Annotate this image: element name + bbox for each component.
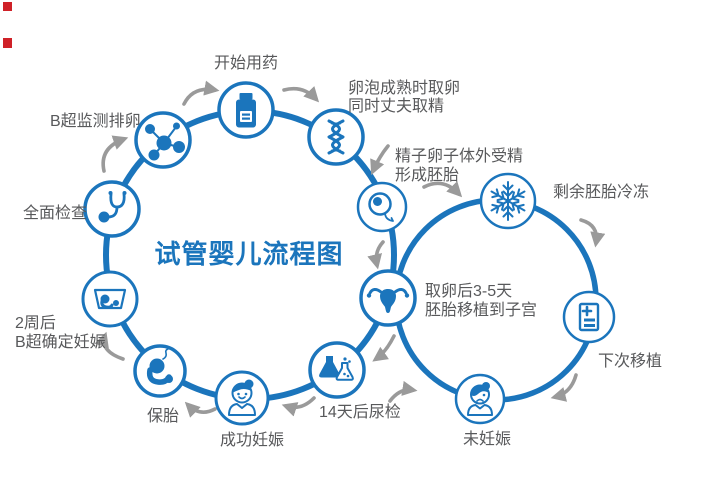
stethoscope-icon [98, 191, 127, 223]
label-full-checkup: 全面检查 [23, 204, 87, 222]
arrow-ultrasound-to-medication [182, 80, 220, 106]
node-fertilization [356, 181, 408, 233]
red-marker-top [3, 2, 12, 11]
red-marker-bottom [3, 38, 12, 48]
node-ultrasound-monitor [134, 111, 192, 169]
snowflake-icon [488, 181, 528, 221]
right-cycle-ring [393, 197, 599, 403]
arrow-freezing-to-next-transfer [579, 218, 606, 248]
label-success-pregnancy: 成功妊娠 [220, 431, 284, 449]
arrow-success-to-fetus-care [184, 401, 217, 418]
label-embryo-transfer-line1: 取卵后3-5天 [425, 282, 512, 300]
label-embryo-transfer-line2: 胚胎移植到子宫 [425, 301, 537, 319]
sad-woman-icon [467, 382, 493, 416]
node-embryo-transfer [359, 269, 417, 327]
label-confirm-pregnancy-line2: B超确定妊娠 [15, 333, 106, 351]
arrow-fetus-care-to-confirm [94, 331, 125, 361]
node-not-pregnant [454, 373, 506, 425]
arrow-transfer-to-urine-test [372, 334, 396, 362]
node-success-pregnancy [214, 370, 270, 426]
arrow-urine-test-to-success [281, 396, 316, 417]
molecule-icon [145, 122, 185, 161]
node-full-checkup [83, 180, 141, 238]
label-egg-retrieval-line1: 卵泡成熟时取卵 [348, 79, 460, 97]
baby-scale-icon [93, 288, 127, 310]
label-fertilization-line2: 形成胚胎 [395, 166, 459, 184]
arrow-medication-to-retrieval [282, 86, 320, 103]
arrow-urine-test-to-right-cycle [388, 380, 418, 403]
node-egg-retrieval [307, 108, 365, 166]
label-not-pregnant: 未妊娠 [463, 430, 511, 448]
node-fetus-care [133, 344, 187, 398]
uterus-icon [366, 288, 410, 313]
test-flask-icon [319, 356, 354, 381]
pregnant-woman-icon [228, 379, 256, 416]
node-next-transfer [562, 290, 616, 344]
label-ultrasound-monitor: B超监测排卵 [50, 112, 141, 130]
diagram-title: 试管婴儿流程图 [154, 239, 343, 269]
dna-icon [327, 119, 345, 155]
node-urine-test [308, 341, 366, 399]
fertilized-egg-icon [368, 192, 394, 222]
arrow-checkup-to-ultrasound [101, 135, 129, 173]
label-urine-test: 14天后尿检 [319, 403, 401, 421]
label-egg-retrieval-line2: 同时丈夫取精 [348, 97, 444, 115]
arrow-fertilization-to-freezing [422, 181, 463, 198]
label-fetus-care: 保胎 [147, 407, 179, 425]
node-confirm-pregnancy [81, 270, 139, 328]
node-embryo-freezing [479, 172, 537, 230]
label-fertilization-line1: 精子卵子体外受精 [395, 147, 523, 165]
node-start-medication [217, 81, 275, 139]
label-confirm-pregnancy-line1: 2周后 [15, 314, 56, 332]
label-next-transfer: 下次移植 [598, 352, 662, 370]
arrow-next-transfer-to-not-pregnant [550, 373, 578, 402]
arrow-retrieval-to-fertilization [370, 144, 390, 176]
medical-record-icon [578, 302, 600, 332]
flow-arrows [94, 80, 606, 418]
medicine-bottle-icon [236, 93, 256, 128]
label-start-medication: 开始用药 [214, 54, 278, 72]
label-embryo-freezing: 剩余胚胎冷冻 [553, 182, 649, 201]
fetus-icon [146, 348, 173, 385]
arrow-fertilization-to-transfer [367, 240, 385, 270]
